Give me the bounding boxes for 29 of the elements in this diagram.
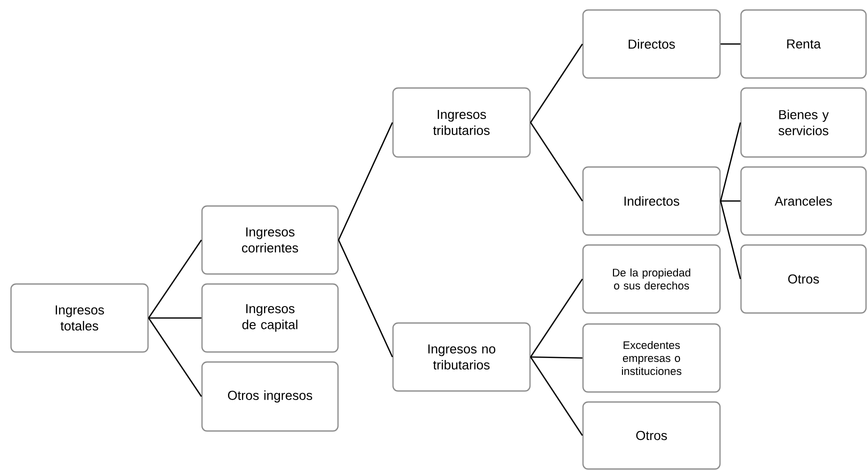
connector-line [530,44,583,123]
category-box: Ingresos no tributarios [392,322,531,392]
connector-line [720,122,742,202]
category-box: Ingresos tributarios [392,87,531,158]
category-box: Excedentes empresas o instituciones [582,323,721,393]
category-box: Otros ingresos [201,361,339,432]
connector-line [530,356,583,436]
category-box: Ingresos corrientes [201,205,339,275]
connector-line [338,240,393,358]
category-box: Otros [740,244,867,314]
connector-line [148,317,202,319]
category-box: Directos [582,9,721,79]
connector-line [720,43,740,45]
connector-line [720,200,742,280]
category-box: Ingresos totales [10,283,149,353]
category-box: Bienes y servicios [740,87,867,158]
category-box: Otros [582,401,721,470]
connector-line [530,122,583,202]
category-box: Aranceles [740,166,867,236]
connector-line [338,122,393,240]
category-box: Indirectos [582,166,721,236]
connector-line [530,356,582,359]
connector-line [530,278,583,358]
connector-line [148,240,202,318]
category-box: Renta [740,9,867,79]
connector-line [720,200,740,202]
category-box: Ingresos de capital [201,283,339,353]
connector-line [148,318,202,397]
category-box: De la propiedad o sus derechos [582,244,721,314]
